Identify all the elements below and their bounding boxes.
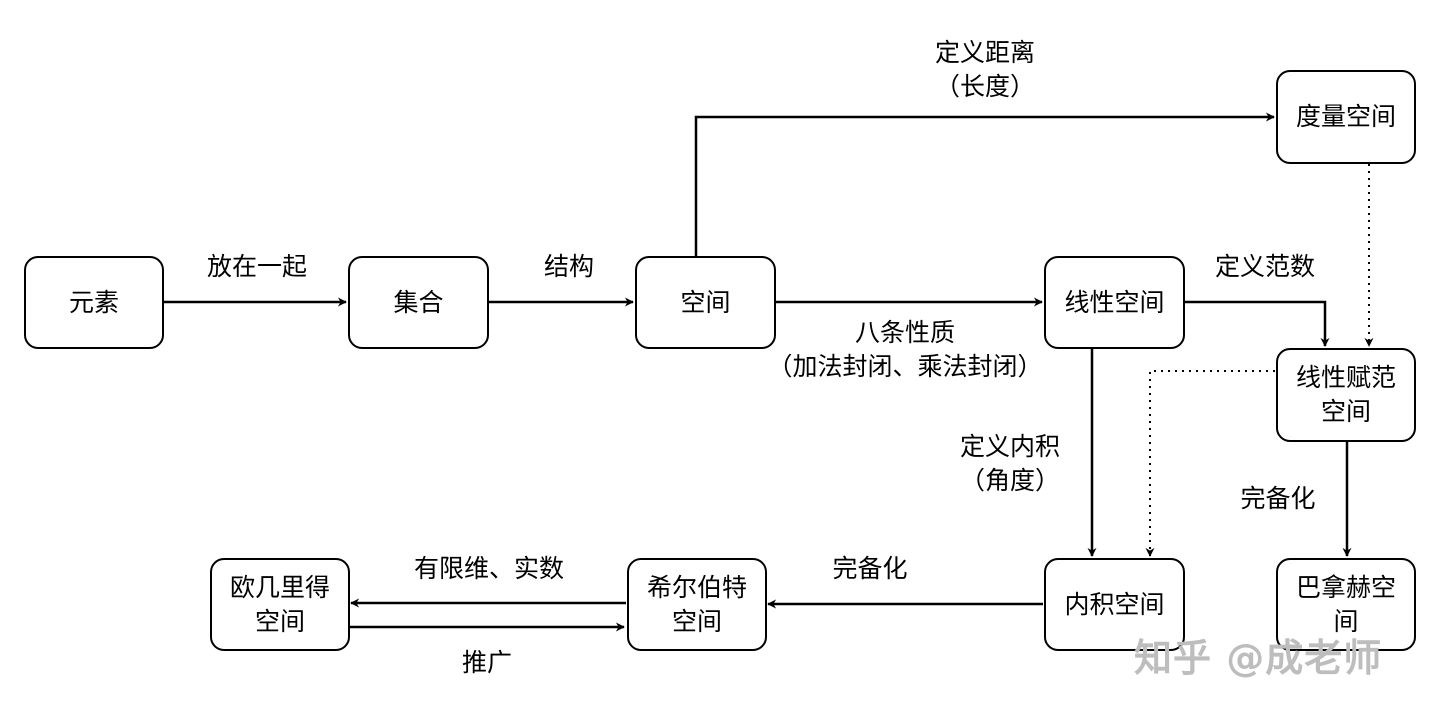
node-metric-space-label: 度量空间	[1295, 102, 1396, 131]
label-finite-dim-real: 有限维、实数	[413, 554, 564, 583]
node-linear-space-label: 线性空间	[1064, 287, 1165, 317]
node-normed-linear-space: 线性赋范 空间	[1276, 348, 1416, 442]
label-define-norm: 定义范数	[1214, 252, 1315, 281]
node-inner-product-space-label: 内积空间	[1064, 589, 1165, 619]
node-banach-space-label: 巴拿赫空 间	[1295, 572, 1396, 636]
watermark: 知乎 @成老师	[1134, 636, 1383, 680]
node-space-label: 空间	[680, 287, 731, 317]
node-inner-product-space: 内积空间	[1044, 558, 1185, 651]
label-define-inner-product: 定义内积 （角度）	[959, 432, 1060, 495]
label-completion-right: 完备化	[1240, 484, 1316, 513]
label-generalize: 推广	[461, 648, 512, 677]
label-completion-bottom: 完备化	[832, 554, 908, 583]
node-hilbert-space: 希尔伯特 空间	[627, 558, 767, 651]
node-element: 元素	[24, 256, 164, 349]
edge-space-to-metric	[694, 112, 1275, 256]
node-set-label: 集合	[393, 287, 444, 317]
node-hilbert-space-label: 希尔伯特 空间	[646, 572, 747, 636]
label-put-together: 放在一起	[206, 252, 307, 281]
label-eight-properties: 八条性质 （加法封闭、乘法封闭）	[767, 318, 1043, 381]
node-euclidean-space: 欧几里得 空间	[210, 558, 350, 651]
node-metric-space: 度量空间	[1276, 70, 1416, 164]
label-define-distance: 定义距离 （长度）	[934, 38, 1035, 101]
node-euclidean-space-label: 欧几里得 空间	[229, 572, 330, 636]
edge-normed-to-inner-dotted	[1145, 370, 1275, 557]
node-linear-space: 线性空间	[1044, 256, 1185, 349]
node-normed-linear-space-label: 线性赋范 空间	[1295, 363, 1396, 426]
label-structure: 结构	[543, 252, 594, 281]
node-element-label: 元素	[68, 287, 119, 317]
node-banach-space: 巴拿赫空 间	[1276, 558, 1416, 651]
node-set: 集合	[348, 256, 489, 349]
node-space: 空间	[635, 256, 776, 349]
edge-linear-to-normed	[1185, 300, 1330, 347]
